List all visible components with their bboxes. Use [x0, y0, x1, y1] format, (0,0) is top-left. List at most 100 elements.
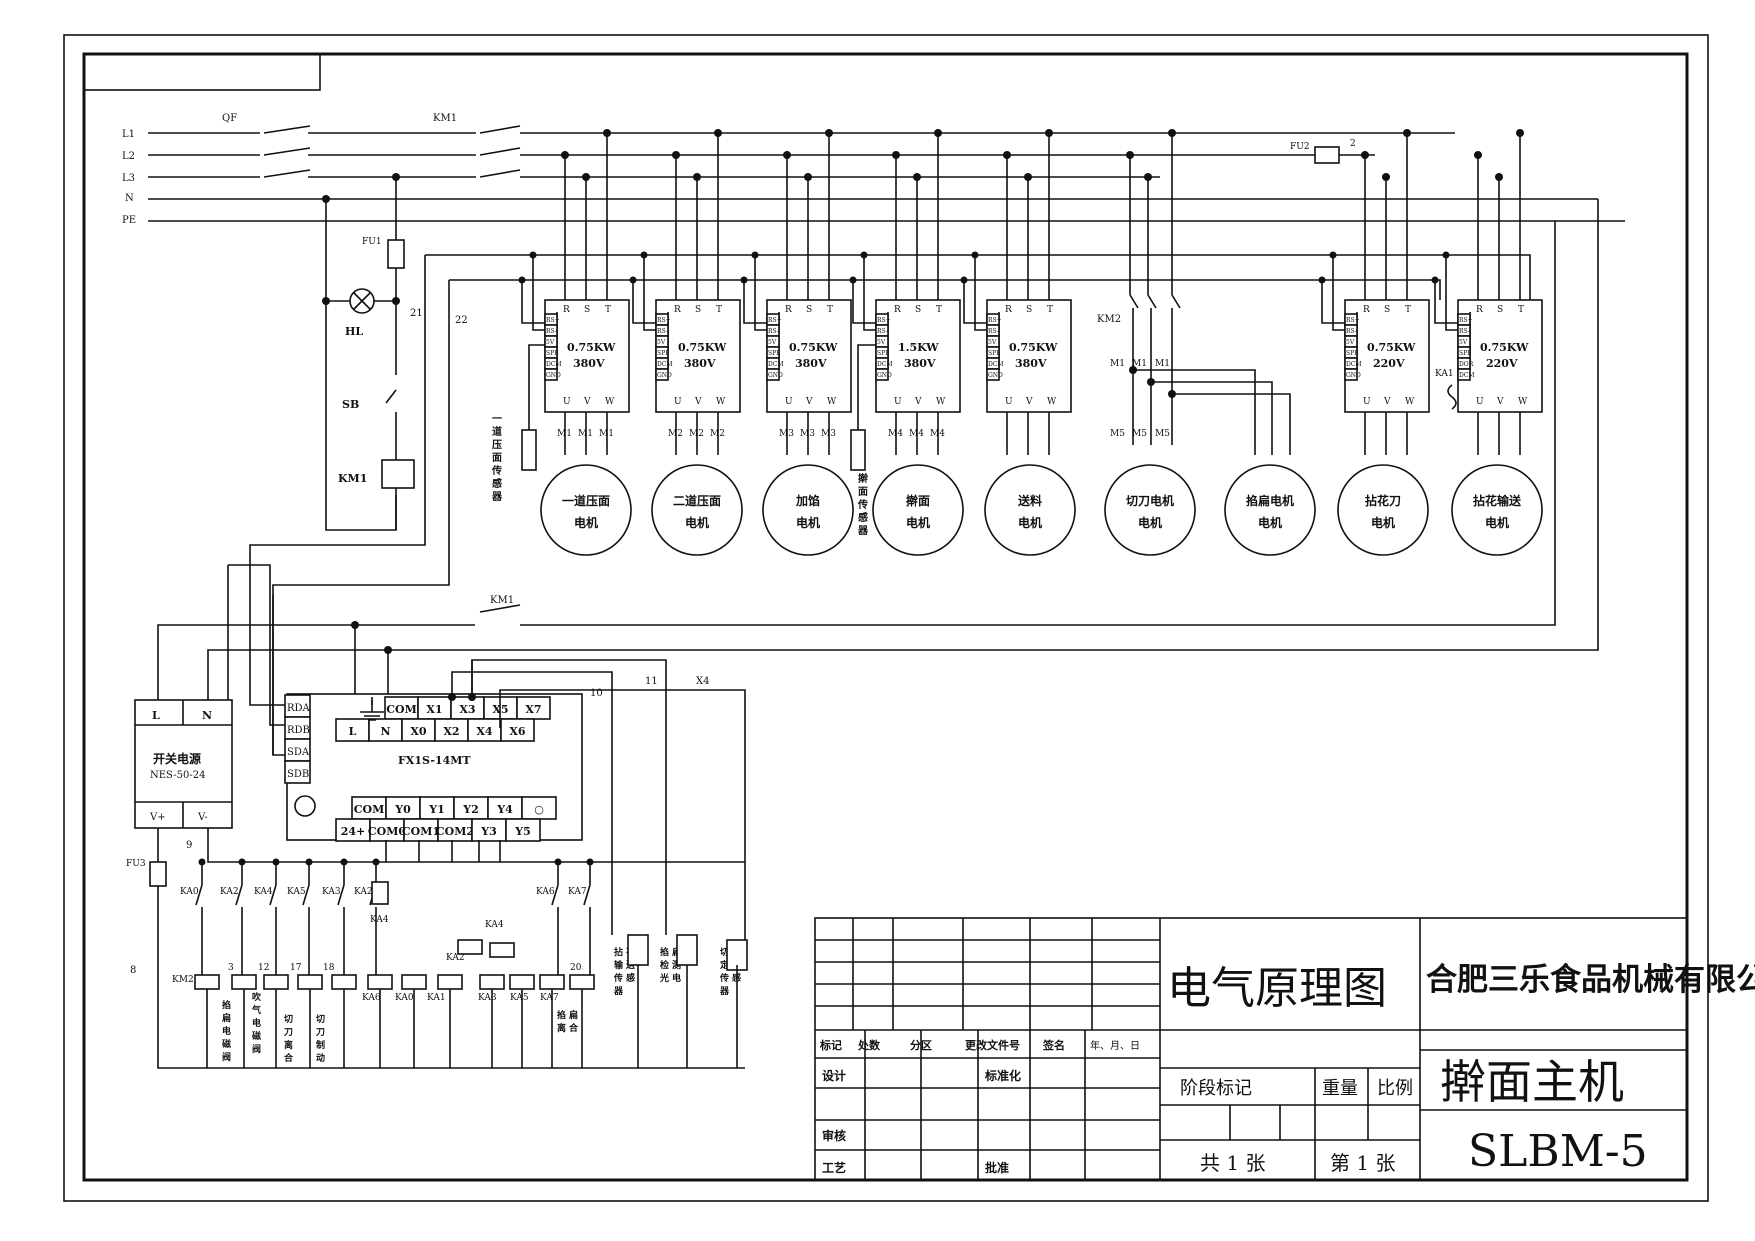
- vfd-term-t: T: [827, 305, 833, 315]
- vfd-term-w: W: [827, 397, 837, 407]
- vfd-pin-label: 5V: [877, 339, 886, 346]
- motor-label: 拈花刀: [1365, 493, 1401, 508]
- vfd-term-u: U: [1363, 397, 1371, 407]
- vfd-pin-label: RS-: [546, 328, 557, 335]
- motor-label-2: 电机: [1138, 515, 1162, 530]
- vfd-pin-label: DCM: [1459, 372, 1475, 379]
- vfd-pin-label: RS-: [657, 328, 668, 335]
- label-km2: KM2: [1097, 314, 1121, 325]
- tb-design: 设计: [822, 1068, 846, 1083]
- vfd-term-s: S: [584, 305, 590, 315]
- motor-label: 送料: [1017, 493, 1042, 508]
- vfd-pin-label: RS+: [988, 317, 1002, 324]
- coil-km1: [381, 459, 415, 489]
- vfd-power: 0.75KW: [678, 341, 727, 354]
- vfd-pin-label: RS+: [546, 317, 560, 324]
- plc-out-top-label: ○: [534, 803, 544, 816]
- plc-comm-label: RDB: [287, 725, 310, 736]
- label-n: N: [125, 193, 134, 204]
- tb-review: 审核: [822, 1128, 846, 1143]
- relay-desc-char: 阀: [222, 1051, 231, 1063]
- sensor-1-label: 一: [492, 414, 502, 425]
- vfd-motor-tag: M4: [930, 429, 945, 439]
- tb-h5: 签名: [1042, 1038, 1065, 1052]
- vfd-term-w: W: [716, 397, 726, 407]
- relay-desc-char: 电: [222, 1025, 231, 1037]
- relay-desc-char: 合: [284, 1052, 294, 1064]
- vfd-term-t: T: [1047, 305, 1053, 315]
- vfd-pin-label: RS+: [877, 317, 891, 324]
- plc-in-bot: [500, 718, 535, 742]
- relay-coil-label: KA6: [362, 993, 381, 1003]
- sensor-1-label: 面: [492, 452, 502, 464]
- tb-process: 工艺: [822, 1160, 846, 1175]
- relay-contact-label: KA2: [220, 887, 239, 897]
- motor-label-2: 电机: [685, 515, 709, 530]
- relay-contact-label: KA6: [536, 887, 555, 897]
- motor-circle: [1337, 464, 1429, 556]
- vfd-box: [986, 299, 1072, 413]
- vfd-box: [544, 299, 630, 413]
- label-km2-m5c: M5: [1155, 429, 1170, 439]
- relay-desc-char: 电: [252, 1017, 261, 1029]
- vfd-pin-label: SPE: [546, 350, 559, 357]
- motor-label: 拈花输送: [1473, 493, 1522, 508]
- plc-in-bot-label: X6: [509, 725, 526, 738]
- vfd-term-r: R: [1005, 305, 1012, 315]
- motor-label: 掐扁电机: [1246, 493, 1294, 508]
- title-block: 电气原理图 合肥三乐食品机械有限公司 擀面主机 SLBM-5 标记 处数 分区 …: [814, 917, 1755, 1181]
- plc-out-bot: [505, 818, 541, 842]
- relay-contact-label: KA3: [322, 887, 341, 897]
- vfd-term-s: S: [1497, 305, 1503, 315]
- motor-label: 切刀电机: [1126, 493, 1174, 508]
- label-ka4-coil: KA4: [370, 915, 389, 925]
- label-11: 11: [645, 676, 658, 687]
- vfd-voltage: 380V: [904, 357, 936, 370]
- label-km2-m5a: M5: [1110, 429, 1125, 439]
- vfd-pin-label: RS-: [1346, 328, 1357, 335]
- vfd-pin: [1457, 368, 1471, 381]
- vfd-term-r: R: [674, 305, 681, 315]
- vfd-term-w: W: [605, 397, 615, 407]
- tb-product: 擀面主机: [1440, 1055, 1624, 1109]
- vfd-voltage: 380V: [573, 357, 605, 370]
- vfd-motor-tag: M2: [710, 429, 725, 439]
- motor-label-2: 电机: [1485, 515, 1509, 530]
- psu-l: L: [152, 709, 160, 722]
- relay-desc-char: 动: [316, 1053, 325, 1064]
- relay-desc-char: 离: [284, 1039, 293, 1051]
- vfd-voltage: 220V: [1486, 357, 1518, 370]
- relay-coil: [367, 974, 393, 990]
- vfd-pin-label: SPE: [768, 350, 781, 357]
- relay-coil-label: KA4: [485, 920, 504, 930]
- relay-desc-char: 合: [569, 1022, 579, 1034]
- vfd-box: [655, 299, 741, 413]
- relay-desc-char: 光: [659, 972, 669, 984]
- tb-h1: 标记: [819, 1038, 842, 1052]
- relay-desc-char: 器: [719, 986, 730, 997]
- vfd-term-w: W: [1518, 397, 1528, 407]
- relay-desc-char: 掐: [557, 1009, 566, 1021]
- relay-desc-char: 定: [719, 959, 730, 971]
- vfd-term-v: V: [1383, 397, 1391, 407]
- vfd-term-v: V: [805, 397, 813, 407]
- vfd-pin-label: 5V: [657, 339, 666, 346]
- relay-coil: [401, 974, 427, 990]
- vfd-power: 0.75KW: [1009, 341, 1058, 354]
- vfd-term-r: R: [785, 305, 792, 315]
- sensor-2-label: 擀: [858, 472, 869, 485]
- motor-label-2: 电机: [1371, 515, 1395, 530]
- plc-in-top-label: X7: [525, 703, 541, 716]
- vfd-term-u: U: [563, 397, 571, 407]
- relay-coil: [194, 974, 220, 990]
- label-x4: X4: [696, 676, 709, 687]
